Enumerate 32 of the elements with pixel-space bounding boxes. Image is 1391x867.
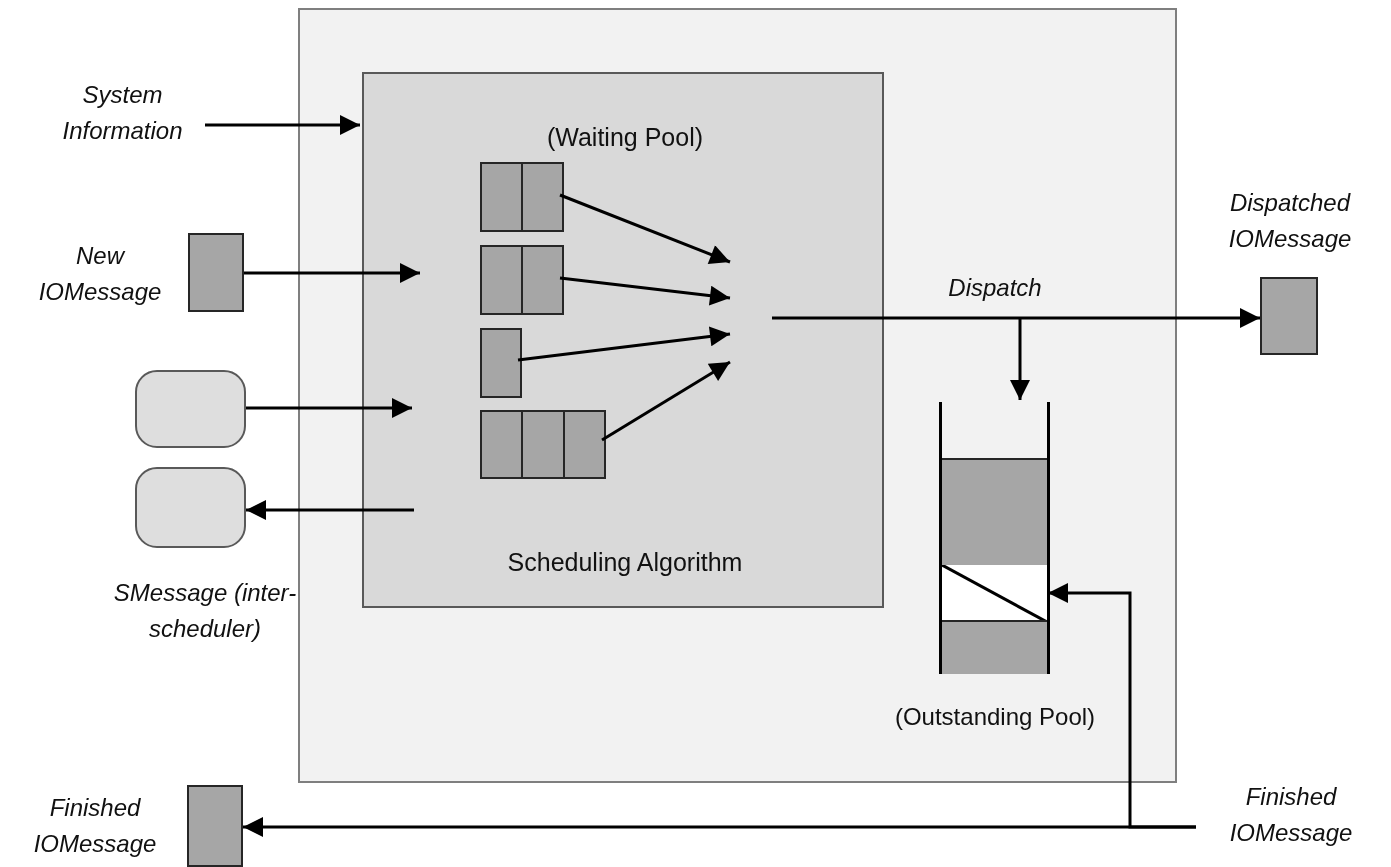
scheduler-panel (298, 8, 1177, 783)
queued-message-row (480, 245, 564, 315)
arrow (601, 360, 731, 442)
message-block (188, 233, 244, 312)
arrow (772, 308, 1260, 328)
algorithm-label: Scheduling Algorithm (506, 547, 744, 578)
arrow (244, 263, 420, 283)
pool-title: (Waiting Pool) (545, 122, 705, 153)
label-text: Finished IOMessage (1228, 782, 1354, 848)
scheduler-message-box (135, 467, 246, 548)
queued-message-row (480, 328, 522, 398)
queued-message-row (480, 162, 564, 232)
caption-label: Finished IOMessage (32, 793, 158, 859)
caption-label: Dispatched IOMessage (1227, 188, 1353, 254)
caption-label: SMessage (inter-scheduler) (112, 578, 298, 644)
message-block (187, 785, 243, 867)
outstanding-pool-stack (939, 402, 1050, 674)
arrow (517, 326, 731, 362)
arrow (1048, 583, 1196, 829)
label-text: System Information (61, 80, 184, 146)
caption-label: New IOMessage (37, 241, 163, 307)
caption-label: (Outstanding Pool) (893, 702, 1097, 732)
arrow (246, 398, 412, 418)
arrow (559, 276, 731, 306)
queued-message-row (480, 410, 606, 479)
scheduler-message-box (135, 370, 246, 448)
arrow (1010, 318, 1030, 400)
scheduling-algorithm-box (362, 72, 884, 608)
message-block (1260, 277, 1318, 355)
arrow (205, 115, 360, 135)
edge-label: Dispatch (947, 273, 1043, 303)
arrow (246, 500, 414, 520)
